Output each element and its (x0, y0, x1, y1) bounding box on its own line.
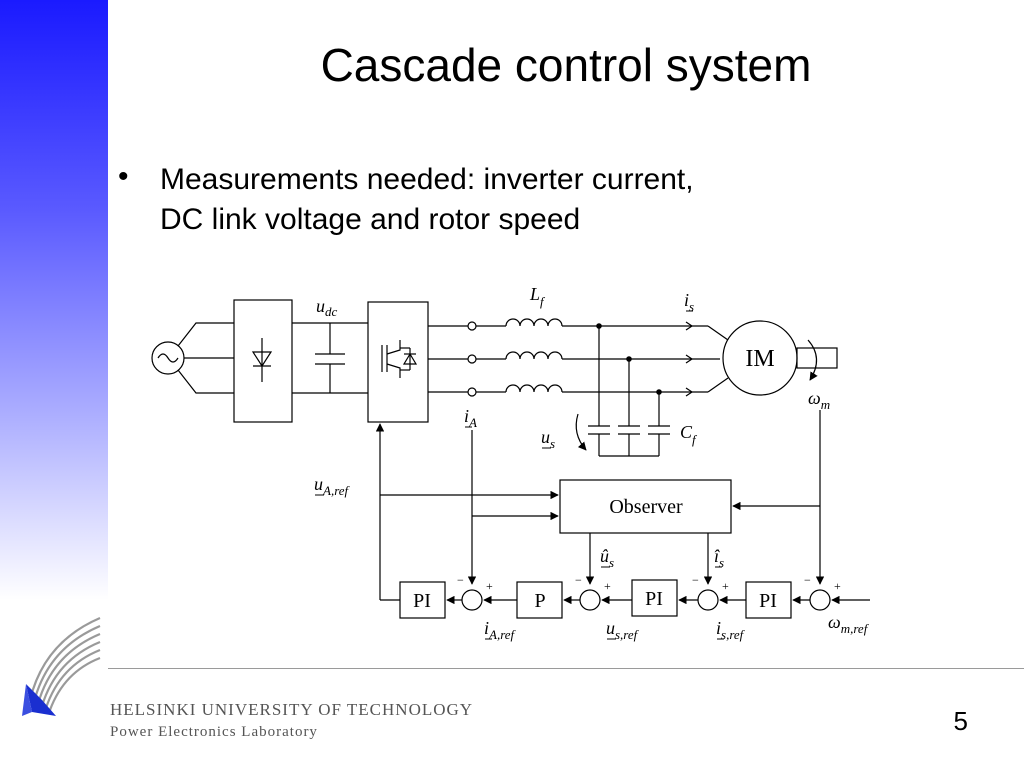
inverter-block (367, 301, 429, 423)
footer-university: HELSINKI UNIVERSITY OF TECHNOLOGY (110, 700, 474, 719)
summing-junction-3 (697, 589, 719, 611)
slide-title: Cascade control system (320, 39, 812, 91)
rectifier-block (233, 299, 293, 423)
sign-plus-1: + (486, 579, 493, 593)
observer-block (559, 479, 732, 534)
diode-icon (251, 338, 273, 382)
sign-minus-4: − (804, 573, 811, 587)
motor-shaft (796, 347, 838, 369)
sign-plus-3: + (722, 579, 729, 593)
filter-inductors (505, 318, 563, 393)
terminal-circles (467, 321, 477, 397)
label-i-a-ref: iA,ref (484, 618, 517, 642)
label-l-f: Lf (529, 284, 546, 309)
label-u-hat-s: ûs (600, 546, 614, 570)
motor-label: IM (745, 346, 774, 372)
university-logo-icon (22, 616, 101, 716)
sign-plus-4: + (834, 579, 841, 593)
summing-junction-4 (809, 589, 831, 611)
sign-minus-3: − (692, 573, 699, 587)
footer-divider (108, 668, 1024, 669)
bullet-marker: • (118, 160, 129, 193)
filter-capacitors (588, 326, 670, 457)
pi-3-label: PI (759, 590, 777, 612)
pi-block-1 (399, 581, 446, 619)
label-omega-m: ωm (808, 388, 830, 412)
bullet-line-2: DC link voltage and rotor speed (160, 203, 581, 236)
pi-2-label: PI (645, 588, 663, 610)
label-c-f: Cf (680, 422, 698, 447)
sign-minus-2: − (575, 573, 582, 587)
label-i-s: is (684, 290, 694, 314)
rotor-speed-arrow (807, 339, 818, 381)
page-number: 5 (953, 706, 968, 736)
footer-lab: Power Electronics Laboratory (110, 724, 318, 740)
label-omega-m-ref: ωm,ref (828, 612, 870, 636)
pi-1-label: PI (413, 590, 431, 612)
igbt-icon (381, 340, 418, 378)
summing-junction-2 (579, 589, 601, 611)
ac-source-icon (151, 341, 185, 375)
label-u-s-ref: us,ref (606, 618, 640, 642)
label-u-s: us (541, 427, 555, 451)
summing-junction-1 (461, 589, 483, 611)
label-i-hat-s: îs (714, 546, 724, 570)
cascade-control-diagram: udc Lf is ωm iA us Cf uA,ref ûs îs iA,re… (151, 284, 870, 642)
label-u-a-ref: uA,ref (314, 474, 351, 498)
p-label: P (534, 590, 545, 612)
bullet-text: Measurements needed: inverter current, D… (160, 160, 800, 240)
bullet-line-1: Measurements needed: inverter current, (160, 163, 694, 196)
dc-link-capacitor (315, 323, 345, 393)
observer-label: Observer (609, 496, 683, 518)
pi-block-2 (631, 579, 678, 617)
sign-plus-2: + (604, 579, 611, 593)
sign-minus-1: − (457, 573, 464, 587)
label-i-s-ref: is,ref (716, 618, 746, 642)
label-i-a: iA (464, 406, 477, 430)
side-gradient-band (0, 0, 108, 600)
label-u-dc: udc (316, 296, 338, 319)
